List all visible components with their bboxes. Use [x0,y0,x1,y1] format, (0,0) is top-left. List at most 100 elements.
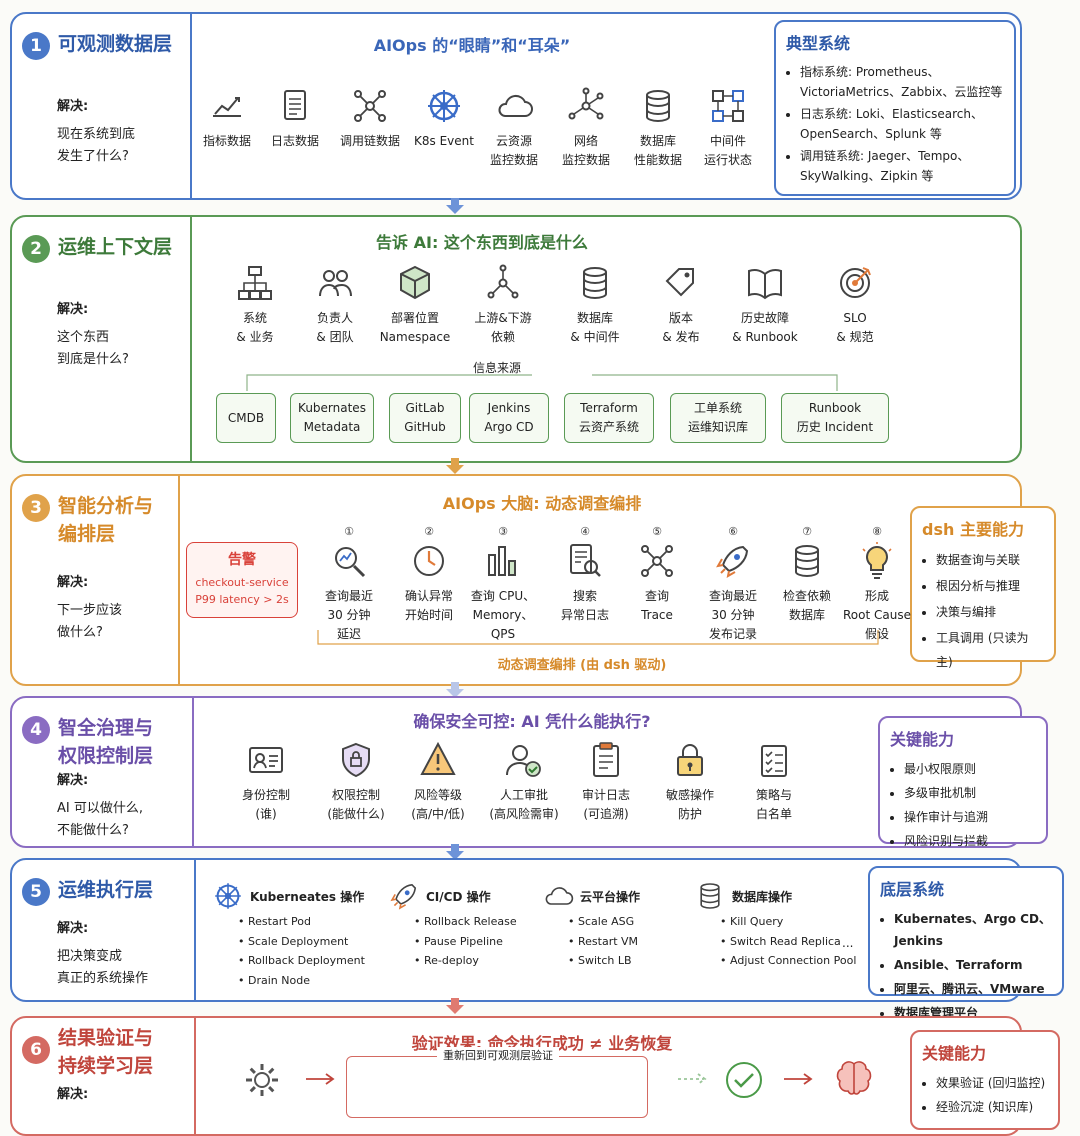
item-label: 网络 [573,134,598,148]
cloud-icon [498,94,533,117]
item-cell: 日志数据 [255,86,335,151]
step-label: 开始时间 [404,608,453,622]
source-label: Kubernates [298,401,366,415]
step-number: ② [424,525,434,538]
step-label: 发布记录 [708,627,757,641]
item-label: 日志数据 [270,134,319,148]
trace-graph-icon [641,545,673,577]
step-number: ⑤ [652,525,662,538]
rocket-icon [390,883,417,910]
network-icon [568,87,604,120]
item-label: 防护 [677,807,702,821]
step-label: 检查依赖 [782,589,831,603]
source-label: Jenkins [487,401,531,415]
divider [194,860,196,1000]
item-label: & 中间件 [570,330,620,344]
item-label: & 团队 [316,330,354,344]
divider [178,476,180,684]
item-label: 云资源 [495,134,532,148]
step-label: 搜索 [572,589,597,603]
source-label: 云资产系统 [578,420,639,434]
ops-title: 云平台操作 [580,890,641,904]
source-label: Metadata [303,420,361,434]
source-label: GitLab [405,401,445,415]
arrow-right-icon [678,1073,707,1085]
ops-item: Rollback Deployment [238,951,365,971]
shield-lock-icon [342,742,370,778]
loop-bracket [317,630,879,645]
ops-list: Kill QuerySwitch Read ReplicaAdjust Conn… [720,912,856,971]
step-label: 确认异常 [404,589,453,603]
step-label: 查询 CPU、 [470,589,536,603]
org-tree-icon [238,266,272,300]
middleware-icon [712,90,744,122]
section-title: 告诉 AI: 这个东西到底是什么 [376,233,588,252]
package-box-icon [400,265,430,300]
kubernetes-wheel-icon [428,90,460,122]
item-cell: 风险等级(高/中/低) [390,740,486,824]
warning-icon [420,741,456,775]
divider [190,217,192,461]
item-label: 权限控制 [331,788,380,802]
runbook-icon [748,269,782,300]
clock-icon [414,546,444,576]
item-label: 监控数据 [489,153,538,167]
item-cell: 网络监控数据 [546,86,626,170]
ops-item: Scale Deployment [238,932,365,952]
version-tag-icon [665,268,694,297]
sources-label: 信息来源 [472,361,521,375]
step-label: 数据库 [788,608,825,622]
kubernetes-wheel-icon [215,883,241,909]
ops-title: CI/CD 操作 [426,890,491,904]
source-label: Argo CD [484,420,534,434]
ops-icon-wrap [212,880,248,916]
item-label: K8s Event [414,134,474,148]
padlock-icon [677,744,703,776]
lightbulb-icon [862,542,892,579]
source-box: CMDB [216,393,276,443]
typical-systems-panel: 典型系统 指标系统: Prometheus、VictoriaMetrics、Za… [774,20,1016,196]
gear-icon [246,1064,278,1096]
line-chart-icon [213,97,241,117]
item-cell: 中间件运行状态 [688,86,768,170]
step-label: 异常日志 [560,608,609,622]
item-label: (能做什么) [327,807,385,821]
arrow-down-icon [446,998,464,1014]
layer-number: 4 [22,716,50,744]
team-icon [319,270,352,297]
step-label: 30 分钟 [327,608,371,622]
arrow-down-icon [446,844,464,860]
divider [190,14,192,198]
log-document-icon [284,90,306,120]
arrow-right-icon [306,1073,335,1085]
ops-item: Restart VM [568,932,638,952]
step-number: ⑦ [802,525,812,538]
item-label: 数据库 [639,134,676,148]
item-label: (谁) [255,807,277,821]
source-label: CMDB [227,410,265,425]
item-label: 白名单 [755,807,792,821]
step-label: QPS [490,627,516,641]
step-number: ④ [580,525,590,538]
item-label: 性能数据 [633,153,682,167]
item-label: & 规范 [836,330,874,344]
layer-1-observability: 1 可观测数据层 解决: 现在系统到底 发生了什么? AIOps 的“眼睛”和“… [10,12,1022,200]
step-label: Trace [641,608,673,622]
source-label: Runbook [808,401,862,415]
source-label: Terraform [580,401,638,415]
step-number: ③ [498,525,508,538]
step-cell: ④ 搜索异常日志 [542,522,628,625]
item-label: (可追溯) [583,807,629,821]
item-cell: 系统& 业务 [212,263,298,347]
item-cell: K8s Event [404,86,484,151]
item-cell: 调用链数据 [330,86,410,151]
section-title: AIOps 大脑: 动态调查编排 [442,494,642,513]
item-cell: 历史故障& Runbook [722,263,808,347]
ops-list: Rollback ReleasePause PipelineRe-deploy [414,912,517,971]
check-circle-icon [726,1062,762,1098]
step-label: 假设 [864,627,889,641]
slo-target-icon [840,267,871,298]
